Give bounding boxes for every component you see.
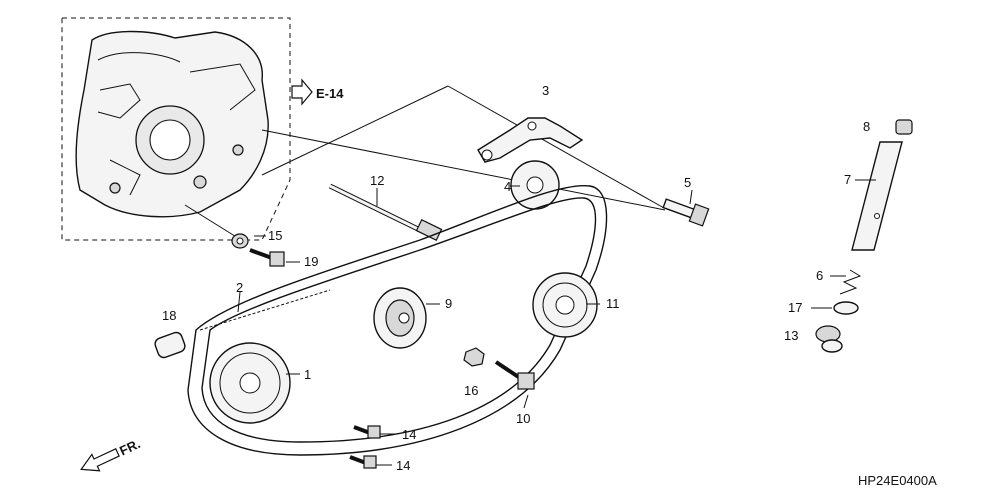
callout-4: 4 <box>504 179 511 194</box>
part-6-spring <box>839 269 862 295</box>
part-4-small-sprocket <box>510 160 560 210</box>
callout-6: 6 <box>816 268 823 283</box>
part-3-chain-guide-bracket <box>477 117 584 163</box>
part-17-washer <box>833 301 859 315</box>
part-14-bolt-b <box>349 455 377 469</box>
callout-5: 5 <box>684 175 691 190</box>
callout-8: 8 <box>863 119 870 134</box>
diagram-code: HP24E0400A <box>858 473 937 488</box>
callout-12: 12 <box>370 173 384 188</box>
part-11-sprocket <box>532 272 598 338</box>
callout-11: 11 <box>606 296 620 311</box>
part-9-tensioner-roller <box>373 287 427 349</box>
callout-2: 2 <box>236 280 243 295</box>
part-8-cap <box>895 119 913 135</box>
part-16-nut <box>463 347 485 367</box>
part-10-bolt <box>494 360 535 390</box>
callout-7: 7 <box>844 172 851 187</box>
callout-15: 15 <box>268 228 282 243</box>
front-direction-arrow: FR. <box>80 436 143 472</box>
part-13-sealing-bolt <box>815 325 843 353</box>
crankcase-cover <box>61 17 291 241</box>
ref-label: E-14 <box>316 86 344 101</box>
part-2-cam-chain <box>187 184 608 456</box>
callout-10: 10 <box>516 411 530 426</box>
callout-14a: 14 <box>402 427 416 442</box>
callout-19: 19 <box>304 254 318 269</box>
part-5-bolt <box>662 198 710 227</box>
part-18-collar <box>154 331 186 359</box>
callout-9: 9 <box>445 296 452 311</box>
part-15-washer <box>231 233 249 249</box>
callout-18: 18 <box>162 308 176 323</box>
callout-13: 13 <box>784 328 798 343</box>
callout-16: 16 <box>464 383 478 398</box>
callout-17: 17 <box>788 300 802 315</box>
direction-label: FR. <box>117 436 142 458</box>
part-14-bolt-a <box>353 425 381 439</box>
part-19-bolt <box>249 248 285 267</box>
reference-arrow: E-14 <box>291 78 344 106</box>
part-1-timing-sprocket <box>209 342 291 424</box>
part-7-tensioner-lifter <box>851 141 903 251</box>
callout-14b: 14 <box>396 458 410 473</box>
callout-3: 3 <box>542 83 549 98</box>
part-12-pin <box>328 183 443 242</box>
callout-1: 1 <box>304 367 311 382</box>
